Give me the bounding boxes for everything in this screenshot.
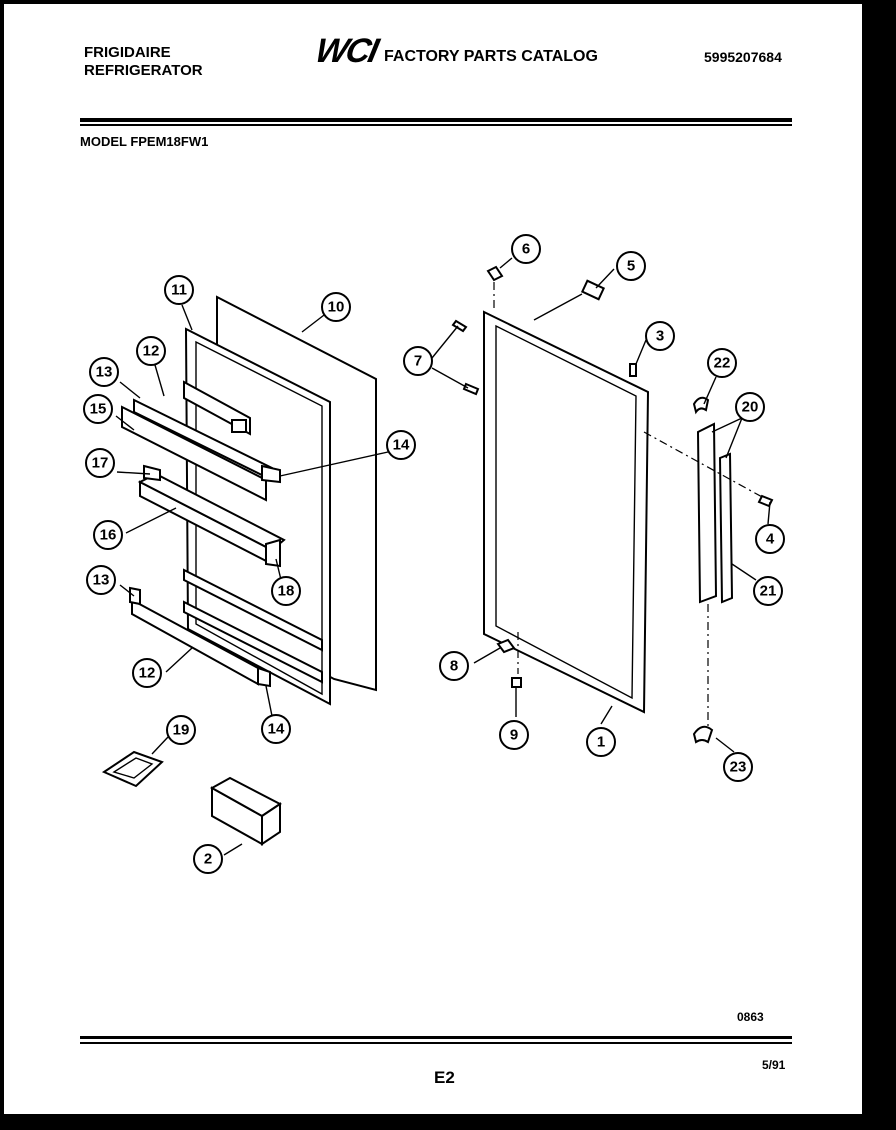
svg-text:13: 13 (93, 572, 110, 589)
callout-12-lower: 12 (132, 658, 162, 688)
door-liner-inner (195, 340, 323, 696)
drawing-code: 0863 (737, 1010, 764, 1024)
callouts: 1 2 3 4 5 6 7 8 9 10 11 12 13 15 17 14 1… (83, 234, 785, 874)
butter-lid-inner (112, 757, 154, 779)
exploded-parts-diagram: 1 2 3 4 5 6 7 8 9 10 11 12 13 15 17 14 1… (83, 234, 785, 874)
shelf-end-cap-17 (143, 464, 161, 482)
svg-text:1: 1 (597, 734, 605, 751)
parts-catalog-sheet: FRIGIDAIRE REFRIGERATOR WCI FACTORY PART… (4, 4, 862, 1114)
dairy-bin-2-side (261, 802, 281, 846)
outer-door-1-inner (495, 324, 637, 700)
catalog-title: FACTORY PARTS CATALOG (384, 48, 598, 65)
callout-4: 4 (755, 524, 785, 554)
top-plug-5 (580, 279, 606, 301)
screw-3 (629, 363, 637, 377)
callout-20: 20 (735, 392, 765, 422)
shelf-end-cap-14-upper (261, 464, 281, 484)
butter-lid-19 (101, 750, 164, 788)
svg-text:13: 13 (96, 364, 113, 381)
svg-text:21: 21 (760, 583, 777, 600)
svg-text:8: 8 (450, 658, 458, 675)
header-rule-thick (80, 118, 792, 122)
callout-1: 1 (586, 727, 616, 757)
appliance-type: REFRIGERATOR (84, 62, 203, 79)
callout-16: 16 (93, 520, 123, 550)
handle-trim-21 (718, 452, 734, 604)
svg-text:5: 5 (627, 258, 635, 275)
revision-date: 5/91 (762, 1058, 786, 1072)
svg-text:12: 12 (139, 665, 156, 682)
right-door-assembly (451, 265, 774, 744)
callout-14-upper: 14 (386, 430, 416, 460)
washer-9 (511, 677, 522, 688)
svg-text:14: 14 (268, 721, 285, 738)
callout-7: 7 (403, 346, 433, 376)
svg-text:15: 15 (90, 401, 107, 418)
callout-13-upper: 13 (89, 357, 119, 387)
callout-22: 22 (707, 348, 737, 378)
svg-text:22: 22 (714, 355, 731, 372)
svg-text:18: 18 (278, 583, 295, 600)
brand-name: FRIGIDAIRE (84, 44, 171, 61)
callout-11: 11 (164, 275, 194, 305)
callout-21: 21 (753, 576, 783, 606)
svg-text:17: 17 (92, 455, 109, 472)
hinge-23 (692, 725, 714, 744)
callout-17: 17 (85, 448, 115, 478)
lower-end-cap-13 (129, 586, 141, 606)
callout-6: 6 (511, 234, 541, 264)
left-door-assembly (121, 295, 377, 706)
footer-rule-thick (80, 1036, 792, 1039)
svg-text:10: 10 (328, 299, 345, 316)
handle-20 (696, 422, 718, 604)
svg-text:19: 19 (173, 722, 190, 739)
liner-bottom-rail (183, 600, 323, 684)
small-parts (101, 750, 282, 846)
footer-rule-thin (80, 1042, 792, 1044)
header-rule-thin (80, 124, 792, 126)
liner-lower-rail (183, 568, 323, 652)
recess-clip (231, 419, 247, 433)
model-number: MODEL FPEM18FW1 (80, 134, 209, 149)
callout-19: 19 (166, 715, 196, 745)
outer-door-1 (483, 310, 650, 714)
screw-7-lower (462, 382, 480, 396)
svg-text:14: 14 (393, 437, 410, 454)
callout-8: 8 (439, 651, 469, 681)
dash-lines (493, 282, 765, 730)
callout-23: 23 (723, 752, 753, 782)
callout-12-upper: 12 (136, 336, 166, 366)
svg-text:7: 7 (414, 353, 422, 370)
svg-text:16: 16 (100, 527, 117, 544)
callout-14-lower: 14 (261, 714, 291, 744)
lower-end-cap-14 (257, 666, 271, 688)
svg-text:2: 2 (204, 851, 212, 868)
page-number: E2 (434, 1068, 455, 1087)
svg-text:23: 23 (730, 759, 747, 776)
svg-text:4: 4 (766, 531, 775, 548)
callout-18: 18 (271, 576, 301, 606)
leader-lines (115, 257, 771, 856)
door-liner-11 (184, 327, 331, 706)
callout-3: 3 (645, 321, 675, 351)
callout-2: 2 (193, 844, 223, 874)
svg-text:9: 9 (510, 727, 518, 744)
bushing-8 (496, 638, 516, 654)
callout-13-lower: 13 (86, 565, 116, 595)
catalog-number: 5995207684 (704, 49, 782, 65)
svg-text:3: 3 (656, 328, 664, 345)
callout-15: 15 (83, 394, 113, 424)
shelf-retainer-18 (265, 538, 281, 568)
callout-5: 5 (616, 251, 646, 281)
callout-10: 10 (321, 292, 351, 322)
hinge-cap-6 (486, 265, 504, 282)
svg-text:20: 20 (742, 399, 759, 416)
svg-text:12: 12 (143, 343, 160, 360)
screw-7-upper (451, 319, 468, 333)
svg-text:6: 6 (522, 241, 530, 258)
svg-text:11: 11 (171, 282, 187, 299)
callout-9: 9 (499, 720, 529, 750)
